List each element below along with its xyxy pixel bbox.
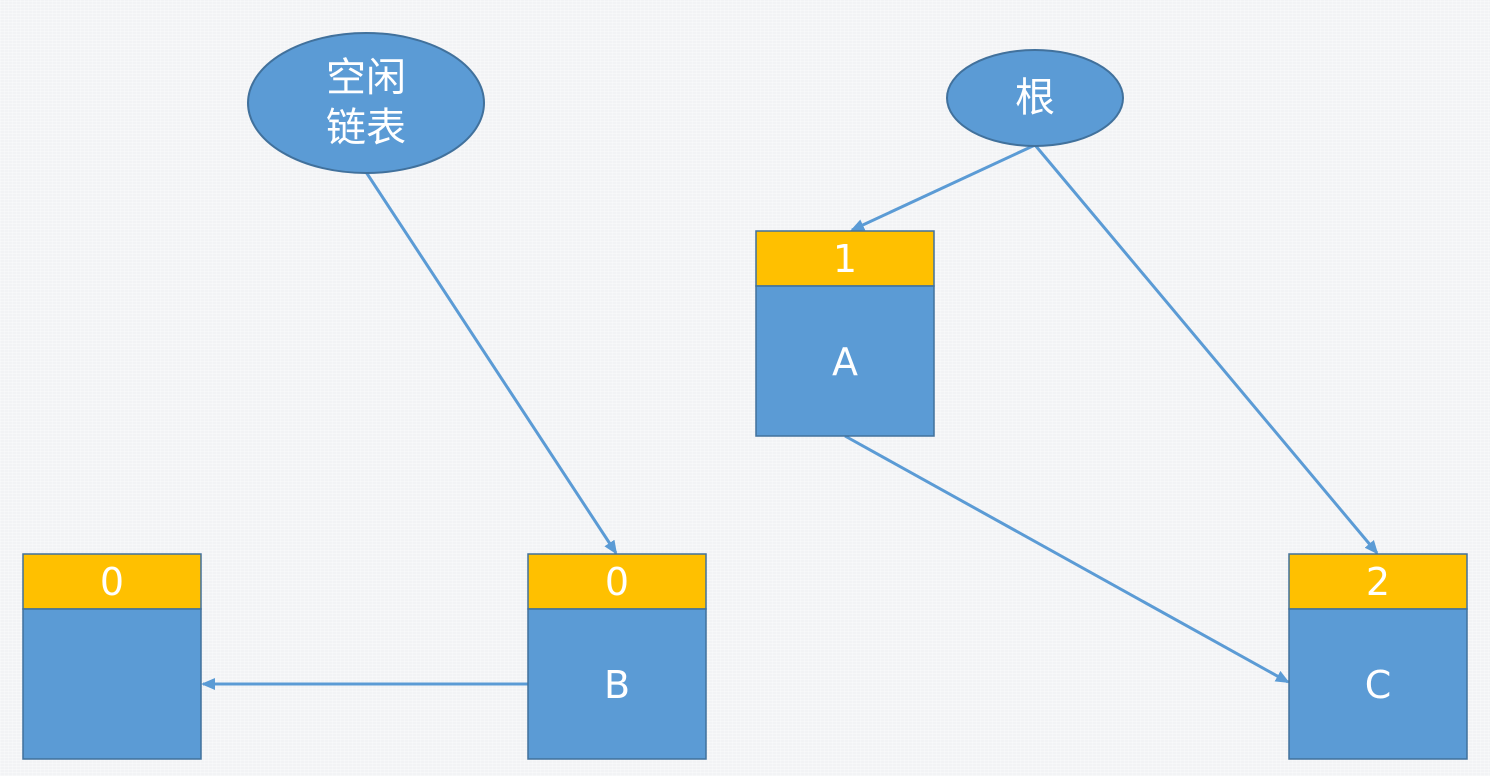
object-box-b: 0 B [527,553,707,760]
arrow-a-to-c [844,434,1290,684]
box-a-ref-count: 1 [833,237,857,281]
box-a-label: A [832,340,858,384]
box-c-label: C [1365,663,1392,707]
box-free-ref-count: 0 [100,560,124,604]
object-box-c: 2 C [1288,553,1468,760]
free-list-ellipse: 空闲 链表 [247,32,485,174]
box-b-ref-count: 0 [605,560,629,604]
object-box-free: 0 [22,553,202,760]
root-ellipse: 根 [946,49,1124,147]
arrow-root-to-a [850,143,1036,232]
connectors [201,143,1379,690]
object-box-a: 1 A [755,230,935,437]
root-label: 根 [1015,75,1055,121]
box-c-ref-count: 2 [1366,560,1390,604]
arrow-freelist-to-b [364,171,618,555]
free-list-label-line1: 空闲 [326,55,406,101]
arrow-root-to-c [1033,144,1379,555]
free-list-label-line2: 链表 [326,105,406,151]
box-b-label: B [604,663,630,707]
